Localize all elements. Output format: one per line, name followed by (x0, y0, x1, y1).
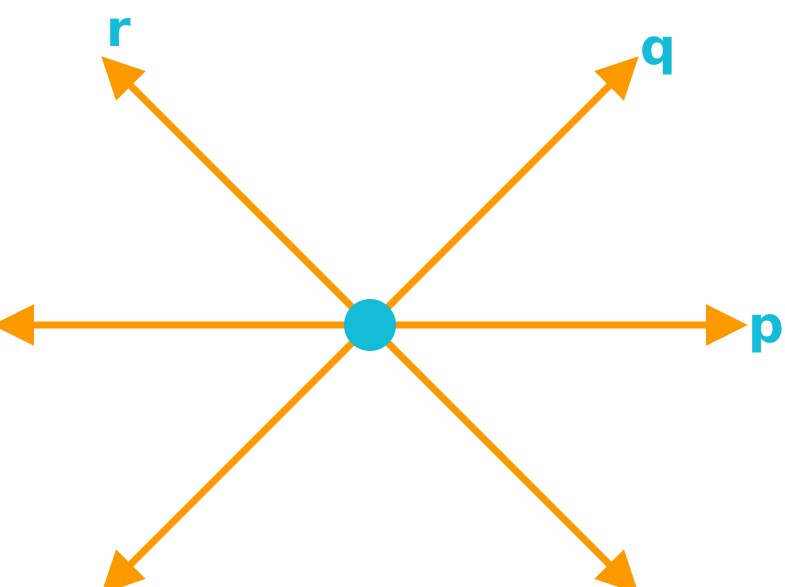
label-r: r (106, 0, 131, 58)
intersection-point (344, 299, 396, 351)
label-q: q (640, 18, 676, 76)
label-p: p (748, 296, 784, 354)
